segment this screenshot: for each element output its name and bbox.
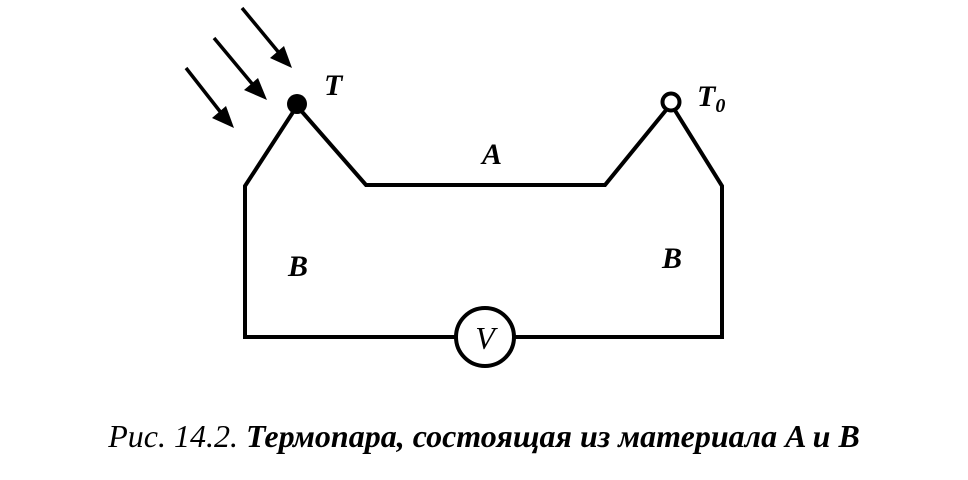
radiation-arrow-1 <box>240 6 292 68</box>
voltmeter-icon: V <box>454 306 516 368</box>
voltmeter-label: V <box>475 320 498 356</box>
hollow-dot-icon <box>660 91 682 113</box>
filled-dot-icon <box>287 94 307 114</box>
material-b-left-label: B <box>287 250 308 283</box>
wire-material-b-left <box>243 104 456 339</box>
cold-junction-label-subscript: 0 <box>715 95 725 117</box>
figure-caption-text: Термопара, состоящая из материала A и B <box>245 418 860 454</box>
figure-caption: Рис. 14.2. Термопара, состоящая из матер… <box>0 418 968 455</box>
hot-junction-label: T <box>324 69 344 102</box>
material-b-right-label: B <box>661 242 682 275</box>
wire-material-a <box>295 102 673 187</box>
heat-radiation-arrows-icon <box>184 6 292 128</box>
radiation-arrow-3 <box>184 66 234 128</box>
radiation-arrow-2 <box>212 36 267 100</box>
material-a-label: A <box>480 138 502 171</box>
cold-junction-label-base: T <box>697 80 717 113</box>
cold-junction-label: T0 <box>697 80 725 117</box>
figure-caption-number: Рис. 14.2. <box>108 418 238 454</box>
wire-material-b-right <box>515 102 724 339</box>
